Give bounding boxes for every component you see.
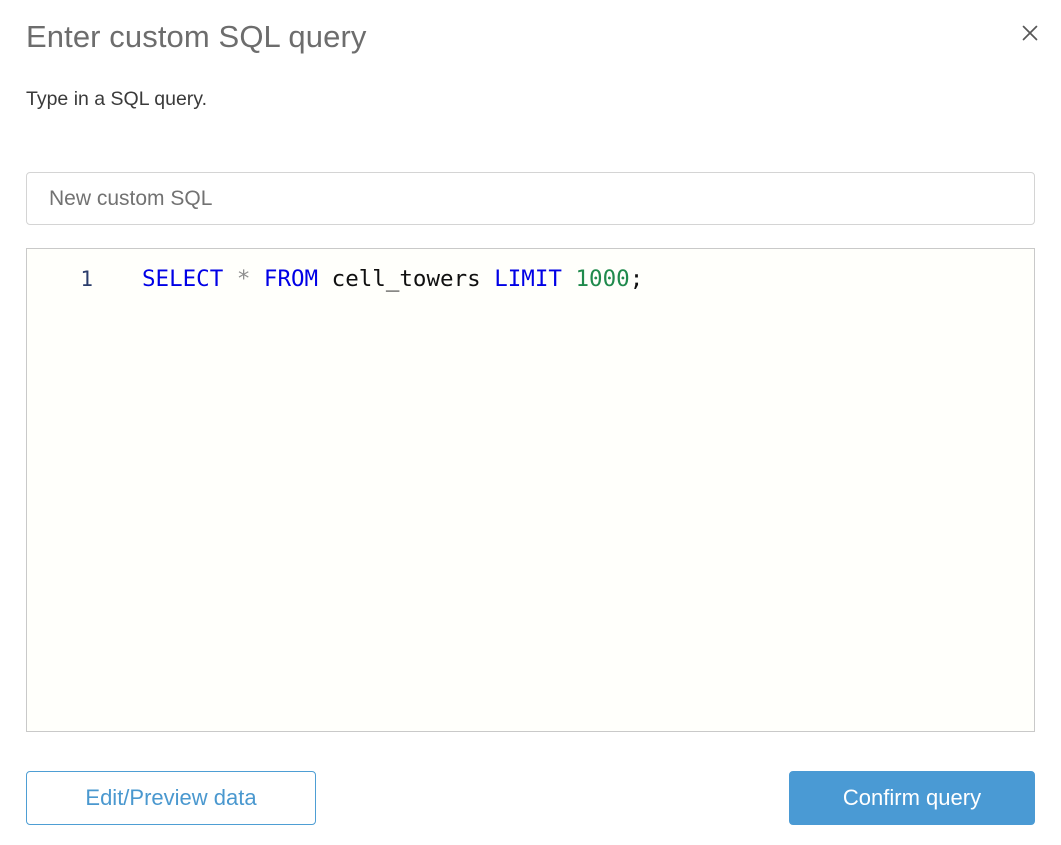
sql-token-plain xyxy=(562,266,576,292)
dialog-subtitle: Type in a SQL query. xyxy=(26,88,208,110)
sql-code-text[interactable]: SELECT * FROM cell_towers LIMIT 1000; xyxy=(93,262,1034,296)
close-icon-glyph xyxy=(1022,25,1038,41)
query-name-input[interactable] xyxy=(26,172,1035,225)
sql-token-plain xyxy=(223,266,237,292)
sql-token-plain: cell_towers xyxy=(318,266,495,292)
editor-line: 1 SELECT * FROM cell_towers LIMIT 1000; xyxy=(27,249,1034,296)
confirm-query-button[interactable]: Confirm query xyxy=(789,771,1035,825)
close-icon[interactable] xyxy=(1013,16,1047,50)
sql-editor[interactable]: 1 SELECT * FROM cell_towers LIMIT 1000; xyxy=(26,248,1035,732)
sql-token-number: 1000 xyxy=(575,266,630,292)
sql-token-plain xyxy=(250,266,264,292)
page-title: Enter custom SQL query xyxy=(26,19,367,54)
line-number: 1 xyxy=(80,267,93,291)
sql-token-keyword: LIMIT xyxy=(494,266,562,292)
edit-preview-data-button[interactable]: Edit/Preview data xyxy=(26,771,316,825)
sql-token-keyword: SELECT xyxy=(142,266,224,292)
sql-token-operator: * xyxy=(236,266,251,292)
sql-token-keyword: FROM xyxy=(263,266,319,292)
sql-token-punct: ; xyxy=(629,266,644,292)
